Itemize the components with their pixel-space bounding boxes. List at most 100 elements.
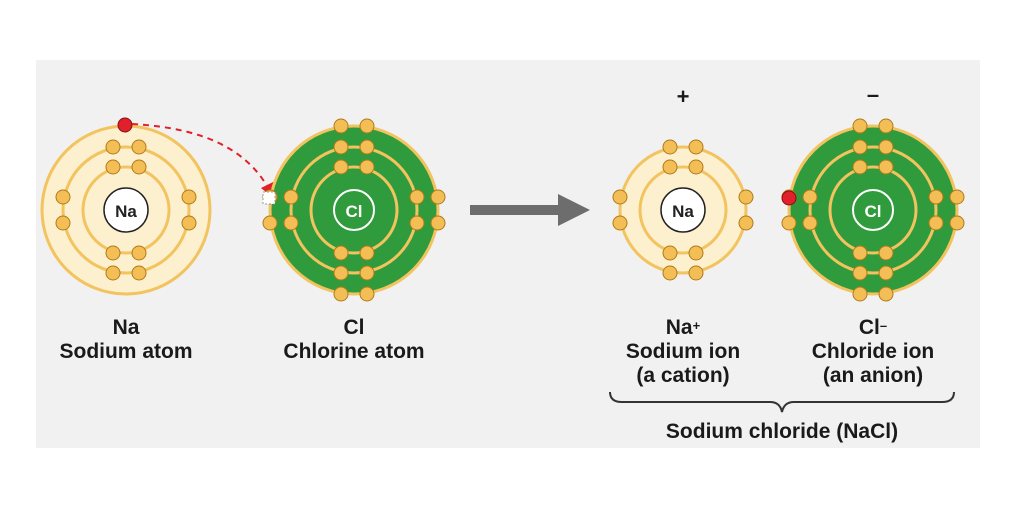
cl-atom-name: Cl <box>343 316 365 339</box>
na-ion-electrons <box>612 139 754 281</box>
electron <box>55 189 71 205</box>
electron <box>612 189 628 205</box>
cl-nucleus <box>333 189 375 231</box>
electron <box>181 215 197 231</box>
electron <box>131 139 147 155</box>
cl-inner-shell <box>309 165 399 255</box>
cl-ion-inner-shell <box>828 165 918 255</box>
empty-electron-slot <box>262 191 276 205</box>
electron <box>612 215 628 231</box>
electron <box>878 139 894 155</box>
electron <box>688 265 704 281</box>
na-ion-nucleus-symbol: Na <box>672 202 694 221</box>
cl-ion-middle-shell <box>808 145 938 275</box>
electron <box>359 159 375 175</box>
electron <box>878 159 894 175</box>
electron <box>852 245 868 261</box>
compound-brace <box>609 391 955 413</box>
na-atom-description: Sodium atom <box>59 340 193 363</box>
sodium-atom: Na <box>40 124 212 296</box>
cl-middle-shell <box>289 145 419 275</box>
na-ion-name: Na <box>665 316 693 339</box>
electron <box>852 159 868 175</box>
cl-ion-label: Cl– Chloride ion (an anion) <box>773 316 973 388</box>
cl-ion-description: Chloride ion <box>811 340 935 363</box>
electron <box>688 139 704 155</box>
na-atom-label: Na Sodium atom <box>26 316 226 364</box>
electron <box>928 189 944 205</box>
electron <box>852 118 868 134</box>
sodium-ion: Na <box>612 139 754 281</box>
electron <box>949 189 965 205</box>
electron <box>131 265 147 281</box>
na-ion-superscript: + <box>692 318 701 333</box>
electron <box>878 265 894 281</box>
electron <box>852 265 868 281</box>
electron <box>928 215 944 231</box>
cl-ion-superscript: – <box>879 318 888 333</box>
na-nucleus <box>103 187 149 233</box>
na-middle-shell <box>61 145 191 275</box>
cl-nucleus-symbol: Cl <box>346 202 363 221</box>
na-nucleus-symbol: Na <box>115 202 137 221</box>
cl-ion-kind: (an anion) <box>822 364 924 387</box>
cl-atom-label: Cl Chlorine atom <box>244 316 464 364</box>
cl-ion-nucleus-symbol: Cl <box>865 202 882 221</box>
electron <box>105 265 121 281</box>
electron <box>333 139 349 155</box>
chlorine-atom: Cl <box>262 118 446 302</box>
na-electrons <box>55 139 197 281</box>
na-ion-kind: (a cation) <box>636 364 730 387</box>
electron <box>333 118 349 134</box>
electron <box>662 139 678 155</box>
na-ion-inner-shell <box>638 165 728 255</box>
cl-ion-name: Cl <box>858 316 880 339</box>
electron <box>802 189 818 205</box>
compound-label: Sodium chloride (NaCl) <box>665 420 899 443</box>
electron <box>662 245 678 261</box>
electron <box>852 139 868 155</box>
electron <box>283 215 299 231</box>
electron <box>878 286 894 302</box>
electron <box>409 215 425 231</box>
electron <box>878 118 894 134</box>
electron <box>283 189 299 205</box>
electron <box>949 215 965 231</box>
electron <box>852 286 868 302</box>
na-ion-name-line: Na+ <box>583 316 783 340</box>
gained-electron <box>781 190 797 206</box>
na-ion-label: Na+ Sodium ion (a cation) <box>583 316 783 388</box>
electron <box>359 139 375 155</box>
na-inner-shell <box>81 165 171 255</box>
reaction-arrow <box>470 194 590 226</box>
electron <box>781 215 797 231</box>
na-ion-charge: + <box>676 84 690 109</box>
cl-electrons <box>262 118 446 302</box>
electron <box>359 118 375 134</box>
electron <box>131 245 147 261</box>
cl-ion-name-line: Cl– <box>773 316 973 340</box>
electron <box>105 139 121 155</box>
electron <box>662 265 678 281</box>
cl-atom-description: Chlorine atom <box>283 340 425 363</box>
electron <box>105 245 121 261</box>
electron <box>359 286 375 302</box>
na-ion-description: Sodium ion <box>625 340 741 363</box>
electron <box>688 245 704 261</box>
electron <box>359 245 375 261</box>
electron <box>430 189 446 205</box>
electron <box>738 189 754 205</box>
transferred-electron <box>117 117 133 133</box>
electron <box>359 265 375 281</box>
electron <box>430 215 446 231</box>
na-atom-name: Na <box>112 316 140 339</box>
electron <box>105 159 121 175</box>
electron-transfer-arrow <box>131 123 274 198</box>
na-ion-nucleus <box>660 187 706 233</box>
electron <box>802 215 818 231</box>
electron <box>333 286 349 302</box>
electron <box>878 245 894 261</box>
electron <box>262 215 278 231</box>
